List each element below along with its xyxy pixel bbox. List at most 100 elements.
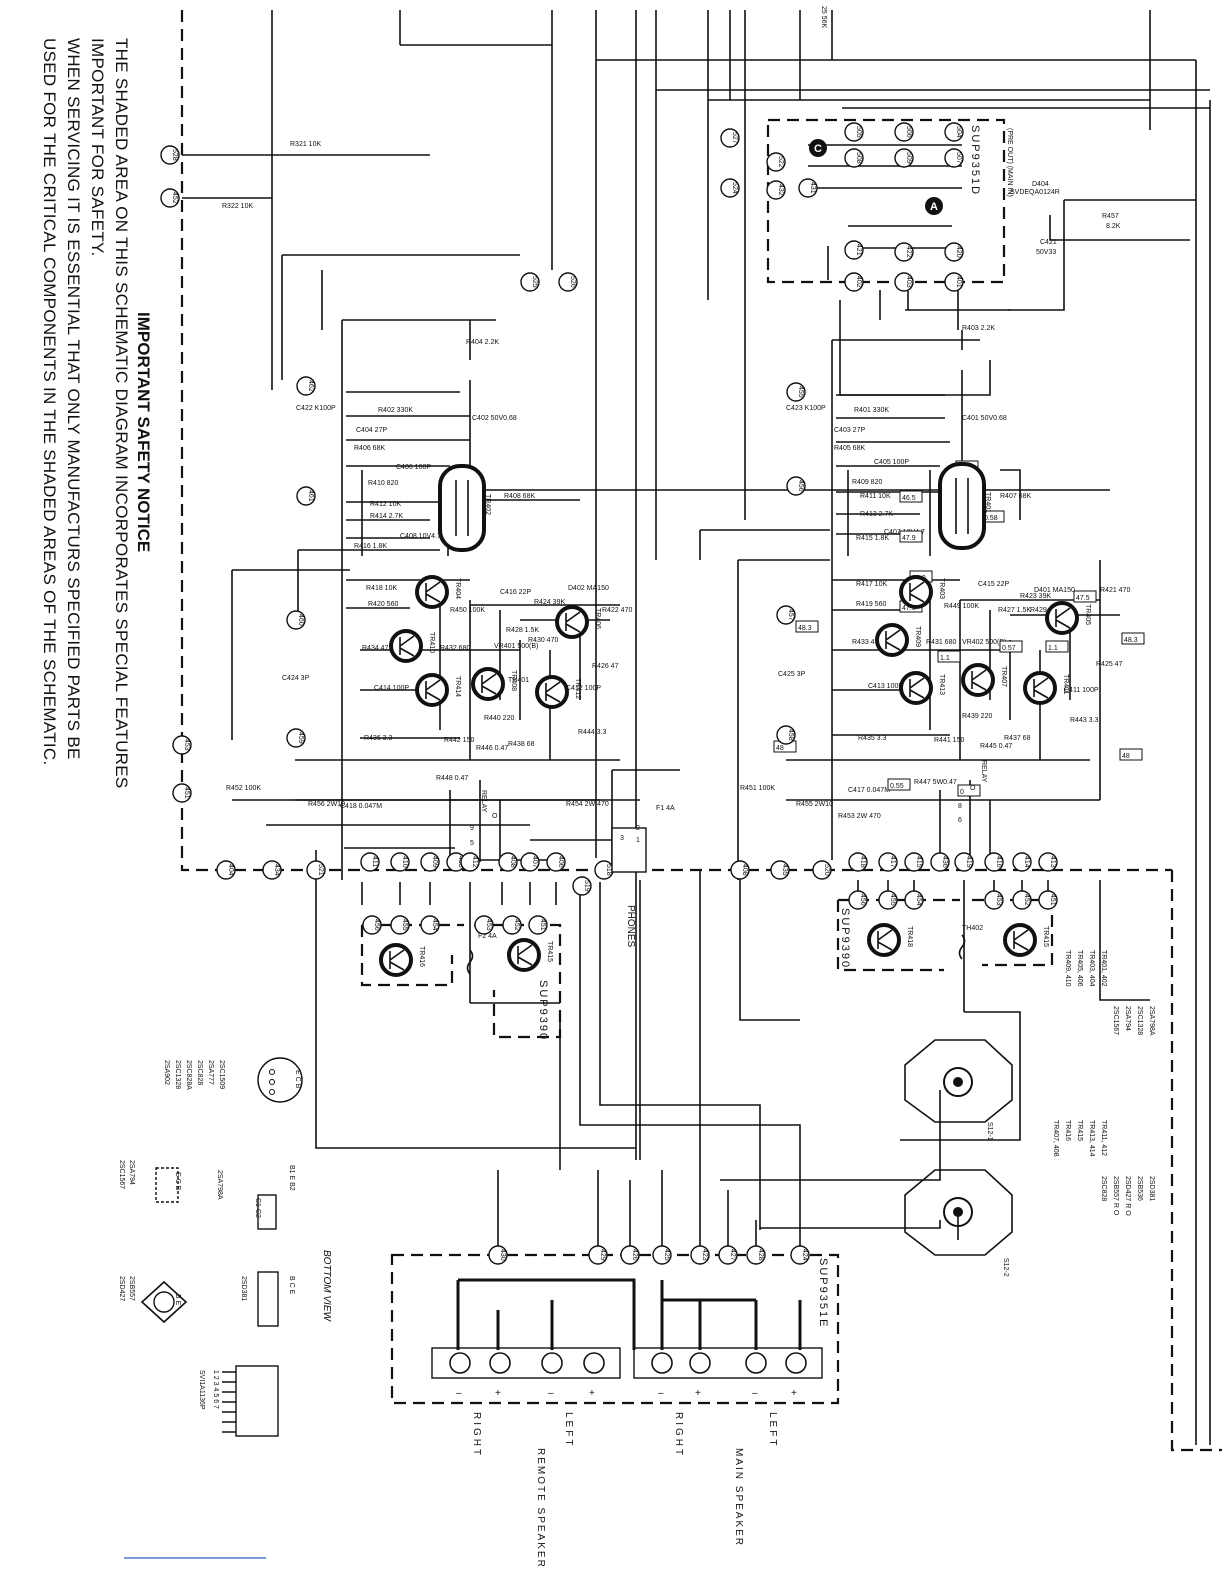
component-r411: R411 10K [860, 493, 891, 500]
terminal-number: 415 [915, 856, 922, 868]
component-d401: D401 MA150 [1034, 587, 1075, 594]
voltage-reading: 47.5 [1073, 590, 1097, 603]
speaker-terminals: – + – + – + – + RIGHT LEFT RIGHT LEFT RE… [431, 1347, 823, 1569]
terminal-number: 524 [731, 182, 738, 194]
terminal-number: 424 [801, 1249, 808, 1261]
component-vr402: VR402 500(B) [962, 639, 1006, 646]
transistor-tr407: TR407 [961, 663, 1007, 697]
component-r422: R422 470 [602, 607, 632, 614]
terminal-power: 453 [474, 915, 494, 935]
terminal-side: 457 [776, 605, 796, 625]
terminal-number: 456 [859, 894, 866, 906]
component-r405: R405 68K [834, 445, 865, 452]
switch-s12-2: S12-2 [904, 1169, 1013, 1277]
speaker-remote-right: RIGHT [471, 1412, 482, 1458]
pinout-g2-part: 2SA798A [216, 1170, 223, 1200]
component-c422: C422 K100P [296, 405, 336, 412]
terminal-top: 421 [844, 240, 864, 260]
terminal-top: 505 [844, 122, 864, 142]
terminal-number: 520 [823, 864, 830, 876]
transistor-tr412: TR412 [535, 675, 581, 709]
pinout-g4-pins: B C E [288, 1276, 295, 1295]
pinout-g1-pins: E C B [294, 1070, 301, 1089]
board-power-left: SUP9390 [537, 980, 549, 1041]
pinout-g1-part: 2SC828 [196, 1060, 203, 1085]
terminal-number: 458 [787, 729, 794, 741]
terminal-top: 401 [944, 272, 964, 292]
component-r438: R438 68 [508, 741, 535, 748]
transistor-label: TR404 [454, 578, 461, 599]
marker-c: C [814, 143, 822, 155]
terminal-bus: 434 [262, 860, 282, 880]
terminal-top: 527 [720, 128, 740, 148]
terminal-number: 430 [499, 1249, 506, 1261]
transistor-tr405: TR405 [1045, 601, 1091, 635]
component-r437: R437 68 [1004, 735, 1031, 742]
terminal-bus: 416 [984, 852, 1004, 872]
relay-pin-3: 3 [620, 835, 624, 842]
speaker-remote-left: LEFT [563, 1412, 574, 1448]
label-c421: C421 [1040, 239, 1057, 246]
terminal-number: 427 [729, 1249, 736, 1261]
terminal-number: 455 [401, 919, 408, 931]
voltage-value: 48.3 [1124, 637, 1138, 644]
component-c413: C413 100P [868, 683, 903, 690]
component-r426: R426 47 [592, 663, 619, 670]
terminal-number: 506 [905, 126, 912, 138]
voltage-reading: 48.3 [1121, 632, 1145, 645]
component-c412: C412 100P [566, 685, 601, 692]
transistor-label: TR408 [510, 670, 517, 691]
voltage-value: 47.5 [1076, 595, 1090, 602]
bottom-view-label: BOTTOM VIEW [321, 1250, 332, 1322]
component-r322: R322 10K [222, 203, 253, 210]
pinout-g6-part: SVI1A1136P [198, 1370, 205, 1410]
component-r447: R447 5W0.47 [914, 779, 957, 786]
relay-pin-2: 2 [636, 825, 640, 832]
pinout-g1-part: 2SC1328 [174, 1060, 181, 1089]
terminal-number: 416 [995, 856, 1002, 868]
terminal-bus: 419 [954, 852, 974, 872]
component-r401: R401 330K [854, 407, 889, 414]
component-r434: R434 47 [362, 645, 389, 652]
label-r25: 25 56K [820, 6, 827, 29]
terminal-number: 451 [183, 787, 190, 799]
terminal-bus: 404 [216, 860, 236, 880]
notice-line-2: IMPORTANT FOR SAFETY. [88, 38, 107, 257]
component-c425: C425 3P [778, 671, 806, 678]
terminal-number: 451 [1049, 894, 1056, 906]
component-c408: C408 10V4.7 [400, 533, 441, 540]
transistor-label: TR403 [938, 578, 945, 599]
phones-label: PHONES [625, 905, 636, 948]
component-r413: R413 2.7K [860, 511, 893, 518]
transistor-tr415: TR415 [1003, 923, 1049, 957]
wiring [182, 10, 1211, 1445]
component-r448: R448 0.47 [436, 775, 468, 782]
notice-line-3: WHEN SERVICING IT IS ESSENTIAL THAT ONLY… [64, 38, 83, 760]
terminal-number: 519 [583, 880, 590, 892]
relay-pin-1: 1 [636, 837, 640, 844]
switch-s12-1: S12-1 [904, 1039, 1013, 1141]
component-c423: C423 K100P [786, 405, 826, 412]
label-r457-val: 8.2K [1106, 223, 1121, 230]
label-d404-part: SVDEQA0124R [1010, 189, 1060, 196]
voltage-reading: 48.3 [795, 620, 819, 633]
label-d404: D404 [1032, 181, 1049, 188]
transistor-tr403: TR403 [899, 575, 945, 609]
component-c411: C411 100P [1064, 687, 1099, 694]
terminal-bus: 410 [390, 852, 410, 872]
pinout-g3-pins: E C B [174, 1172, 181, 1191]
transistor-label: TR415 [546, 941, 553, 962]
terminal-bus: 413 [1038, 852, 1058, 872]
terminal-power: 455 [390, 915, 410, 935]
notice-line-4: USED FOR THE CRITICAL COMPONENTS IN THE … [40, 38, 59, 766]
component-c402: C402 50V0.68 [472, 415, 517, 422]
terminal-top: 507 [944, 148, 964, 168]
transistor-tr418: TR418 [867, 923, 913, 957]
transistor-tr409: TR409 [875, 623, 921, 657]
component-r440: R440 220 [484, 715, 514, 722]
board-power-right: SUP9390 [839, 908, 851, 969]
transistor-table-tr: TR405, 406 [1076, 950, 1083, 987]
transistor-table-tr: TR407, 408 [1052, 1120, 1059, 1157]
relay-label-left: RELAY [480, 790, 487, 813]
